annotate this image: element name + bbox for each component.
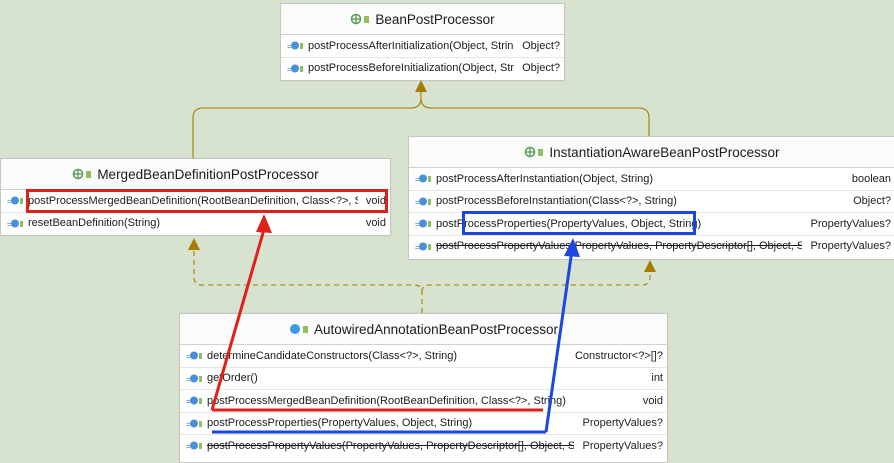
method-signature: determineCandidateConstructors(Class<?>,… — [207, 349, 458, 362]
method-signature: postProcessAfterInitialization(Object, S… — [308, 39, 515, 52]
class-header: BeanPostProcessor — [281, 4, 564, 35]
svg-text:=: = — [7, 220, 12, 229]
svg-text:=: = — [186, 375, 191, 384]
class-header: AutowiredAnnotationBeanPostProcessor — [180, 314, 667, 345]
svg-text:=: = — [186, 442, 191, 451]
svg-text:=: = — [7, 197, 12, 206]
method-return-type: int — [651, 372, 663, 385]
bean-post-processor-box[interactable]: BeanPostProcessor = postProcessAfterInit… — [280, 3, 565, 81]
implementation-arrowhead — [188, 238, 200, 250]
method-signature: postProcessProperties(PropertyValues, Ob… — [207, 417, 473, 430]
svg-text:=: = — [415, 243, 420, 252]
method-signature: postProcessBeforeInitialization(Object, … — [308, 62, 515, 75]
method-row[interactable]: = postProcessMergedBeanDefinition(RootBe… — [1, 190, 390, 213]
method-return-type: Object? — [522, 39, 560, 52]
implementation-arrowhead — [644, 260, 656, 272]
method-icon: = — [7, 195, 23, 206]
method-row[interactable]: = getOrder() int — [180, 368, 667, 390]
interface-icon — [72, 168, 92, 180]
method-return-type: void — [365, 194, 386, 207]
method-signature: resetBeanDefinition(String) — [28, 217, 161, 230]
method-row[interactable]: = postProcessProperties(PropertyValues, … — [409, 213, 894, 236]
method-return-type: Object? — [522, 62, 560, 75]
interface-icon — [524, 146, 544, 158]
svg-text:=: = — [415, 198, 420, 207]
method-icon: = — [186, 418, 202, 429]
method-icon: = — [415, 196, 431, 207]
method-icon: = — [186, 373, 202, 384]
deprecated-method-signature: postProcessPropertyValues(PropertyValues… — [207, 439, 575, 452]
class-title: AutowiredAnnotationBeanPostProcessor — [314, 321, 558, 337]
svg-text:=: = — [415, 220, 420, 229]
method-return-type: boolean — [851, 172, 891, 185]
method-icon: = — [415, 241, 431, 252]
svg-text:=: = — [186, 420, 191, 429]
method-row[interactable]: = postProcessMergedBeanDefinition(RootBe… — [180, 390, 667, 413]
svg-text:=: = — [287, 42, 292, 51]
deprecated-method-signature: postProcessPropertyValues(PropertyValues… — [436, 240, 803, 253]
method-row[interactable]: = postProcessProperties(PropertyValues, … — [180, 413, 667, 435]
interface-icon — [350, 13, 370, 25]
method-row[interactable]: = postProcessBeforeInstantiation(Class<?… — [409, 191, 894, 213]
class-title: MergedBeanDefinitionPostProcessor — [97, 166, 319, 182]
class-icon — [289, 323, 309, 335]
method-row[interactable]: = resetBeanDefinition(String) void — [1, 213, 390, 235]
class-title: BeanPostProcessor — [375, 11, 495, 27]
method-icon: = — [186, 440, 202, 451]
method-return-type: PropertyValues? — [810, 217, 891, 230]
method-icon: = — [7, 218, 23, 229]
svg-text:=: = — [186, 352, 191, 361]
method-row[interactable]: = postProcessPropertyValues(PropertyValu… — [409, 236, 894, 258]
svg-text:=: = — [287, 65, 292, 74]
method-return-type: void — [365, 217, 386, 230]
method-return-type: Object? — [853, 195, 891, 208]
method-signature: postProcessMergedBeanDefinition(RootBean… — [28, 194, 358, 207]
autowired-annotation-bean-post-processor-box[interactable]: AutowiredAnnotationBeanPostProcessor = d… — [179, 313, 668, 463]
method-row[interactable]: = postProcessAfterInstantiation(Object, … — [409, 168, 894, 191]
method-return-type: PropertyValues? — [582, 417, 663, 430]
method-icon: = — [186, 350, 202, 361]
merged-bean-definition-post-processor-box[interactable]: MergedBeanDefinitionPostProcessor = post… — [0, 158, 391, 236]
method-icon: = — [287, 40, 303, 51]
method-row[interactable]: = postProcessAfterInitialization(Object,… — [281, 35, 564, 58]
method-icon: = — [287, 63, 303, 74]
method-return-type: PropertyValues? — [810, 240, 891, 253]
method-row[interactable]: = postProcessPropertyValues(PropertyValu… — [180, 435, 667, 457]
instantiation-aware-bean-post-processor-box[interactable]: InstantiationAwareBeanPostProcessor = po… — [408, 136, 894, 260]
method-signature: postProcessBeforeInstantiation(Class<?>,… — [436, 195, 677, 208]
class-header: MergedBeanDefinitionPostProcessor — [1, 159, 390, 190]
method-signature: getOrder() — [207, 372, 258, 385]
method-signature: postProcessProperties(PropertyValues, Ob… — [436, 217, 702, 230]
class-header: InstantiationAwareBeanPostProcessor — [409, 137, 894, 168]
method-icon: = — [186, 395, 202, 406]
method-return-type: Constructor<?>[]? — [574, 349, 663, 362]
method-row[interactable]: = determineCandidateConstructors(Class<?… — [180, 345, 667, 368]
class-title: InstantiationAwareBeanPostProcessor — [549, 144, 780, 160]
method-return-type: PropertyValues? — [582, 439, 663, 452]
method-signature: postProcessAfterInstantiation(Object, St… — [436, 172, 654, 185]
method-icon: = — [415, 218, 431, 229]
inheritance-arrowhead — [415, 80, 427, 92]
method-return-type: void — [642, 394, 663, 407]
svg-text:=: = — [186, 397, 191, 406]
svg-text:=: = — [415, 175, 420, 184]
method-row[interactable]: = postProcessBeforeInitialization(Object… — [281, 58, 564, 80]
method-signature: postProcessMergedBeanDefinition(RootBean… — [207, 394, 566, 407]
method-icon: = — [415, 173, 431, 184]
